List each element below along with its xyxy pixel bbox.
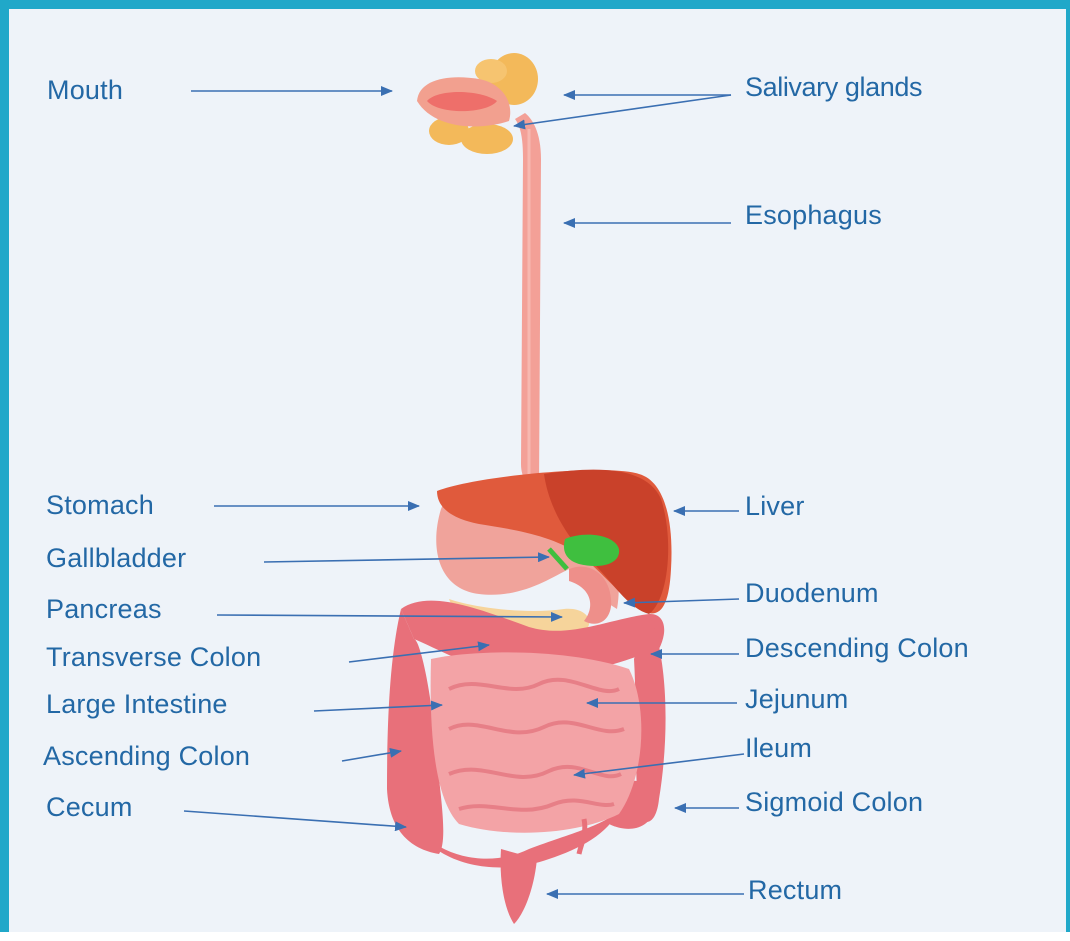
- arrow-cecum: [184, 811, 406, 827]
- label-pancreas: Pancreas: [46, 594, 162, 625]
- label-liver: Liver: [745, 491, 805, 522]
- esophagus-shape: [515, 113, 541, 489]
- arrow-salivary-lower: [514, 95, 731, 126]
- rectum-shape: [501, 849, 537, 924]
- label-duodenum: Duodenum: [745, 578, 879, 609]
- label-descending-colon: Descending Colon: [745, 633, 969, 664]
- label-transverse-colon: Transverse Colon: [46, 642, 261, 673]
- label-mouth: Mouth: [47, 75, 123, 106]
- label-gallbladder: Gallbladder: [46, 543, 186, 574]
- label-large-intestine: Large Intestine: [46, 689, 228, 720]
- label-esophagus: Esophagus: [745, 200, 882, 231]
- label-stomach: Stomach: [46, 490, 154, 521]
- label-ileum: Ileum: [745, 733, 812, 764]
- label-salivary-glands: Salivary glands: [745, 72, 922, 103]
- label-rectum: Rectum: [748, 875, 842, 906]
- label-ascending-colon: Ascending Colon: [43, 741, 250, 772]
- label-sigmoid-colon: Sigmoid Colon: [745, 787, 923, 818]
- label-cecum: Cecum: [46, 792, 133, 823]
- label-jejunum: Jejunum: [745, 684, 848, 715]
